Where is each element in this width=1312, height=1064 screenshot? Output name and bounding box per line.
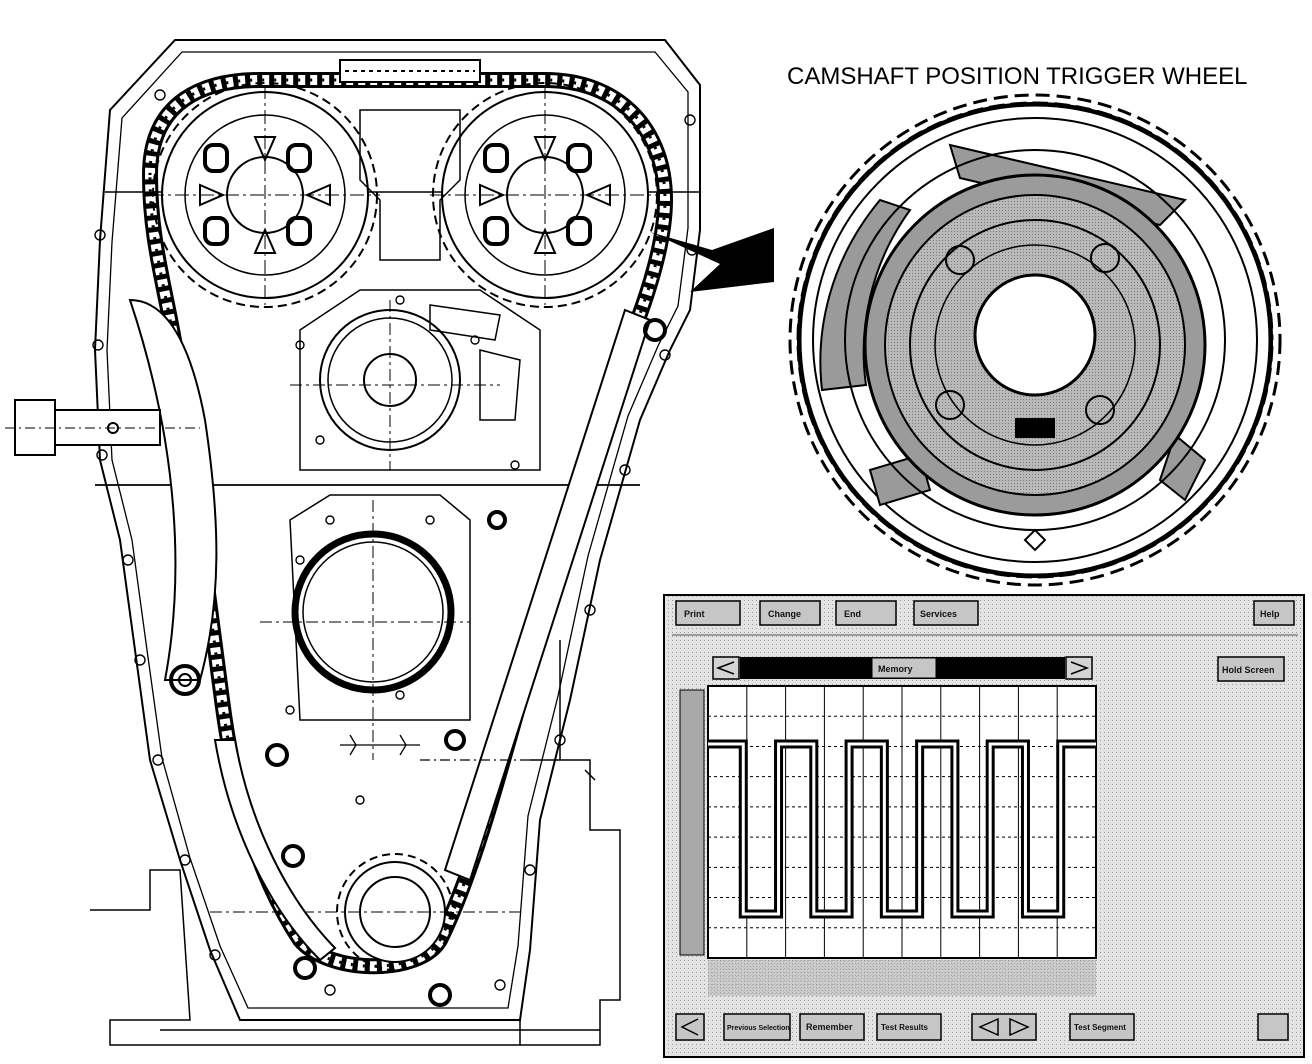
scope-scale-strip: [679, 689, 705, 956]
center-bracket: [359, 109, 461, 261]
lower-chain-guide: [213, 739, 337, 962]
crankshaft-sprocket: [210, 853, 520, 971]
timing-cover-outline: [93, 39, 701, 1021]
services-button[interactable]: Services: [913, 600, 979, 626]
left-camshaft-sprocket: [150, 82, 380, 308]
square-wave-signal-highlight: [708, 742, 1096, 916]
svg-text:Test Segment: Test Segment: [1074, 1023, 1126, 1032]
change-button[interactable]: Change: [759, 600, 821, 626]
svg-text:Remember: Remember: [806, 1022, 853, 1032]
caption-title: CAMSHAFT POSITION TRIGGER WHEEL: [787, 63, 1248, 90]
callout-arrow: [650, 228, 774, 292]
right-chain-guide: [443, 308, 652, 882]
svg-text:Services: Services: [920, 609, 957, 619]
page-arrows-button[interactable]: [971, 1013, 1037, 1041]
svg-text:Previous Selection: Previous Selection: [727, 1025, 790, 1032]
timing-cover-inner-outline: [106, 51, 689, 1009]
end-button[interactable]: End: [835, 600, 897, 626]
forward-button[interactable]: [1257, 1013, 1289, 1041]
scroll-left-button[interactable]: [712, 656, 740, 680]
back-button[interactable]: [675, 1013, 705, 1041]
hold-screen-button[interactable]: Hold Screen: [1217, 656, 1285, 682]
right-camshaft-sprocket: [430, 82, 660, 308]
svg-text:Memory: Memory: [878, 664, 913, 674]
timing-cover-drawing: [5, 39, 701, 1046]
axis-markers: [340, 734, 530, 761]
center-housing: [290, 289, 541, 471]
svg-text:Hold Screen: Hold Screen: [1222, 665, 1275, 675]
test-segment-button[interactable]: Test Segment: [1069, 1013, 1135, 1041]
previous-selection-button[interactable]: Previous Selection: [723, 1013, 791, 1041]
scope-top-toolbar: Print Change End Services Help: [675, 600, 1295, 626]
camshaft-position-trigger-wheel: [788, 93, 1282, 587]
scroll-right-button[interactable]: [1065, 656, 1093, 680]
help-button[interactable]: Help: [1253, 600, 1295, 626]
test-results-button[interactable]: Test Results: [876, 1013, 942, 1041]
svg-text:Print: Print: [684, 609, 705, 619]
print-button[interactable]: Print: [675, 600, 741, 626]
guide-bolts: [265, 510, 507, 1007]
svg-text:Help: Help: [1260, 609, 1280, 619]
scope-screen: Print Change End Services Help: [663, 594, 1305, 1058]
scope-waveform-grid: [707, 685, 1097, 959]
hydraulic-tensioner: [5, 399, 200, 456]
remember-button[interactable]: Remember: [799, 1013, 865, 1041]
svg-text:Test Results: Test Results: [881, 1023, 929, 1032]
svg-text:Change: Change: [768, 609, 801, 619]
memory-label-box[interactable]: Memory: [871, 657, 937, 679]
scope-bottom-toolbar: Previous Selection Remember Test Results…: [675, 1013, 1289, 1041]
svg-text:End: End: [844, 609, 861, 619]
lower-housing: [260, 494, 471, 760]
engine-block: [90, 640, 621, 1046]
